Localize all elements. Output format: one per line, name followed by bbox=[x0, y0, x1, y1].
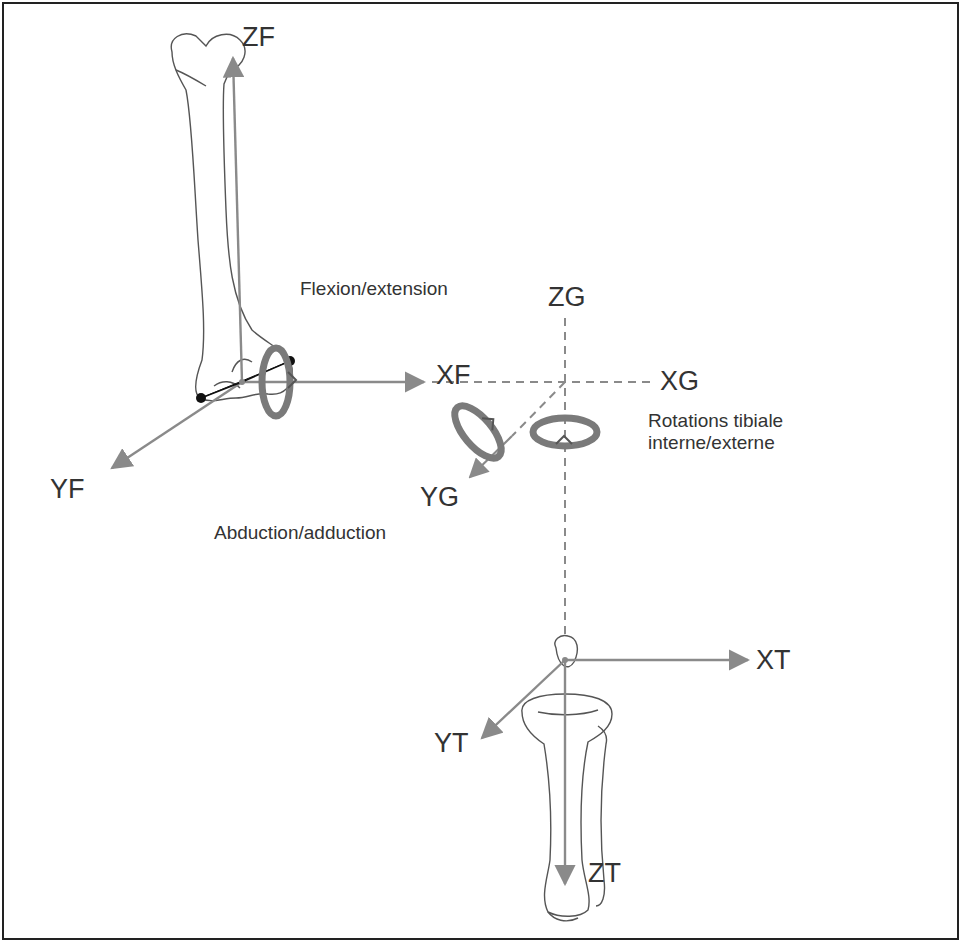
axis-label: XT bbox=[756, 645, 791, 676]
epicondyle-markers bbox=[196, 356, 295, 403]
axis-label: YT bbox=[434, 728, 469, 759]
flexion-ring bbox=[262, 348, 296, 416]
axis-label: ZF bbox=[242, 22, 275, 53]
motion-label: Abduction/adduction bbox=[214, 522, 386, 544]
motion-label: Rotations tibiale interne/externe bbox=[648, 410, 818, 454]
frame bbox=[3, 3, 958, 939]
axis-label: XG bbox=[660, 366, 699, 397]
tibia-origin bbox=[562, 657, 568, 663]
joint-axes bbox=[432, 318, 652, 650]
abduction-ring bbox=[447, 395, 514, 466]
motion-label: Flexion/extension bbox=[300, 278, 448, 300]
femur-axes bbox=[112, 58, 424, 468]
axis-label: ZG bbox=[548, 282, 586, 313]
axis-label: ZT bbox=[588, 858, 621, 889]
axis-label: XF bbox=[436, 360, 471, 391]
axis-label: YG bbox=[420, 482, 459, 513]
tibial-rotation-ring bbox=[533, 418, 597, 446]
tibia-axes bbox=[482, 660, 748, 884]
axis-label: YF bbox=[50, 474, 85, 505]
